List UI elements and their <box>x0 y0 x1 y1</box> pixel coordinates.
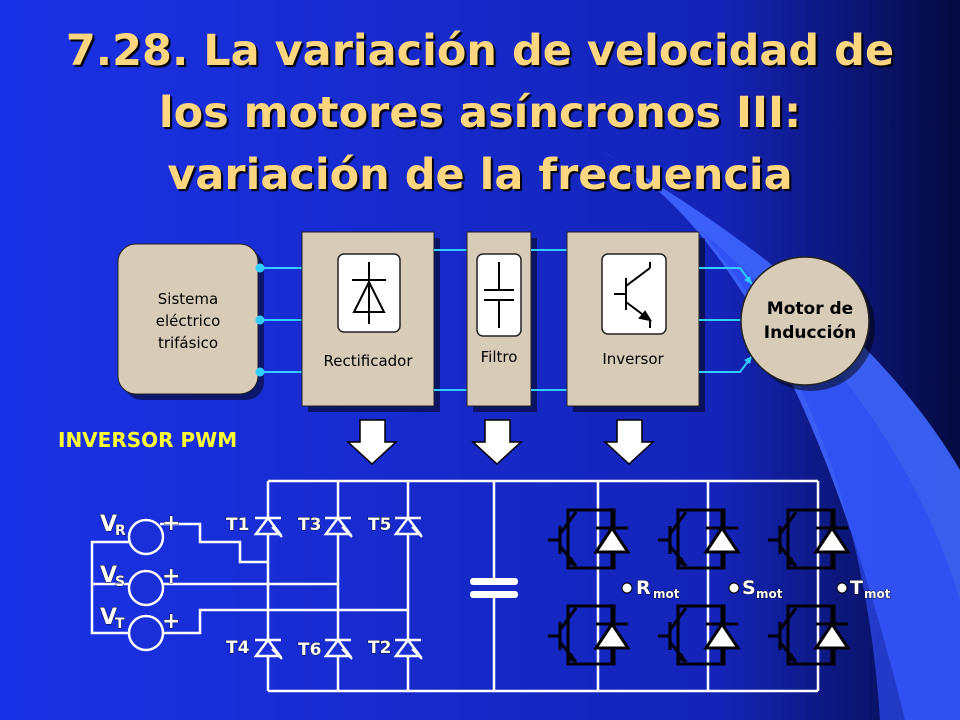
dc-wires-2 <box>531 249 567 391</box>
source-r-sub: R <box>115 523 126 539</box>
source-label-1: Sistema <box>158 290 218 308</box>
output-t-label: T <box>850 577 863 599</box>
phase-outputs: R mot S mot T mot <box>621 577 891 601</box>
source-r: V R + <box>100 511 181 556</box>
dc-wires-1 <box>434 249 467 391</box>
source-s-sub: S <box>115 574 125 590</box>
source-t-sub: T <box>115 616 125 632</box>
igbt-module-5-icon <box>658 604 741 666</box>
filter-block: Filtro <box>466 231 537 412</box>
igbt-module-3-icon <box>768 508 851 570</box>
thyristor-t3-icon <box>323 515 353 538</box>
igbt-module-1-icon <box>548 508 631 570</box>
source-t-label: V <box>100 605 117 630</box>
motor-label-1: Motor de <box>767 299 853 319</box>
thyristor-t6-icon <box>323 637 353 660</box>
rectifier-label: Rectificador <box>323 352 413 370</box>
thyristor-t2-icon <box>393 637 423 660</box>
igbt-module-4-icon <box>548 604 631 666</box>
thyristor-t4-icon <box>253 637 283 660</box>
voltage-sources: V R + V S + V T + <box>100 511 181 652</box>
pwm-heading: INVERSOR PWM <box>58 428 237 452</box>
rectifier-block: Rectificador <box>301 231 440 412</box>
source-s-label: V <box>100 563 117 588</box>
label-t4: T4 <box>226 638 250 658</box>
three-phase-source-block: Sistema eléctrico trifásico <box>117 243 264 400</box>
thyristor-bridge <box>253 515 423 660</box>
label-t1: T1 <box>226 515 249 535</box>
motor-label-2: Inducción <box>764 323 856 343</box>
source-r-plus: + <box>162 511 180 536</box>
label-t3: T3 <box>298 515 321 535</box>
dc-capacitor <box>470 578 518 598</box>
output-s-label: S <box>742 577 756 599</box>
label-t5: T5 <box>368 515 391 535</box>
output-r-label: R <box>636 577 651 599</box>
capacitor-icon <box>484 262 514 328</box>
filter-label: Filtro <box>481 348 518 366</box>
induction-motor: Motor de Inducción <box>740 256 875 391</box>
igbt-module-6-icon <box>768 604 851 666</box>
inverter-label: Inversor <box>602 350 664 368</box>
diode-icon <box>352 262 386 324</box>
source-label-3: trifásico <box>158 334 218 352</box>
output-t-sub: mot <box>864 587 891 601</box>
label-t2: T2 <box>368 638 391 658</box>
igbt-inverter <box>548 508 851 666</box>
source-s: V S + <box>100 563 181 607</box>
source-s-plus: + <box>162 564 180 589</box>
down-arrows <box>346 419 655 466</box>
inverter-block: Inversor <box>566 231 705 412</box>
title-line-3: variación de la frecuencia <box>167 150 793 200</box>
output-r-sub: mot <box>653 587 680 601</box>
source-label-2: eléctrico <box>156 312 221 330</box>
thyristor-labels: T1 T3 T5 T4 T6 T2 <box>226 515 392 661</box>
output-s-sub: mot <box>756 587 783 601</box>
input-wires <box>255 263 303 377</box>
transistor-icon <box>614 262 653 328</box>
thyristor-t5-icon <box>393 515 423 538</box>
igbt-module-2-icon <box>658 508 741 570</box>
source-t-plus: + <box>162 609 180 634</box>
source-t: V T + <box>100 605 181 652</box>
thyristor-t1-icon <box>253 515 283 538</box>
label-t6: T6 <box>298 640 321 660</box>
pwm-circuit <box>90 479 820 693</box>
title-line-2: los motores asíncronos III: <box>158 88 802 138</box>
source-r-label: V <box>100 512 117 537</box>
title-line-1: 7.28. La variación de velocidad de <box>65 26 895 76</box>
slide-title: 7.28. La variación de velocidad de los m… <box>0 20 960 206</box>
